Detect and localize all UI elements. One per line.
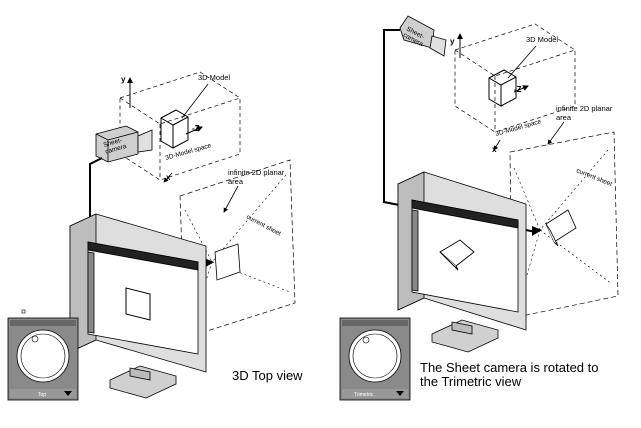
left-planar-area xyxy=(179,159,296,339)
right-monitor xyxy=(397,171,527,353)
left-3d-model-leader xyxy=(181,83,209,119)
right-axis-z-label: -Z xyxy=(514,85,522,94)
left-planar-area-leader xyxy=(223,185,239,213)
right-trackball-handle[interactable] xyxy=(362,336,370,344)
right-trackball-outer[interactable] xyxy=(348,329,402,383)
left-z-axis xyxy=(185,126,203,135)
right-current-sheet xyxy=(545,209,577,247)
left-trackball-outer[interactable] xyxy=(16,329,70,383)
right-3d-model-leader xyxy=(507,45,537,79)
right-model-space-box xyxy=(454,23,576,133)
right-dropdown-arrow-icon[interactable] xyxy=(396,391,404,396)
right-view-dropdown[interactable] xyxy=(342,389,408,398)
left-axis-y-label: y xyxy=(121,75,126,84)
right-axis-y-label: y xyxy=(450,37,455,46)
right-3d-model xyxy=(488,69,517,107)
right-x-axis xyxy=(493,139,501,151)
left-x-axis xyxy=(163,172,173,183)
left-sheet-camera xyxy=(95,125,153,163)
left-3d-model xyxy=(160,109,189,149)
left-current-sheet xyxy=(214,243,241,281)
right-current-sheet-label: current sheet xyxy=(575,167,613,188)
left-trackball-inner xyxy=(20,333,66,379)
right-screen-sheet xyxy=(439,239,475,271)
left-view-dropdown[interactable] xyxy=(10,389,76,398)
left-sheet-eye-marker xyxy=(204,258,214,268)
left-dropdown-arrow-icon[interactable] xyxy=(64,391,72,396)
right-view-widget[interactable]: Trimetric xyxy=(339,317,411,401)
right-z-axis xyxy=(513,85,529,93)
left-view-widget[interactable]: Top xyxy=(7,309,79,401)
left-current-sheet-label: current sheet xyxy=(245,214,282,238)
left-panel: y -Z 3D Model 3D-Model space x Sheet-cam… xyxy=(7,71,303,401)
left-model-space-box xyxy=(119,71,241,181)
right-trackball-inner xyxy=(352,333,398,379)
left-3d-model-label: 3D Model xyxy=(198,73,230,82)
left-caption: 3D Top view xyxy=(232,368,303,383)
left-model-space-label: 3D-Model space xyxy=(165,142,213,162)
right-planar-area-leader xyxy=(547,121,565,145)
left-axis-z-label: -Z xyxy=(192,124,200,133)
right-3d-model-label: 3D Model xyxy=(526,35,558,44)
left-view-dropdown-label: Top xyxy=(38,392,46,398)
right-view-dropdown-label: Trimetric xyxy=(354,392,374,398)
left-trackball-handle[interactable] xyxy=(31,335,39,343)
right-sheet-eye-marker xyxy=(532,226,542,236)
left-screen-sheet xyxy=(125,287,151,321)
right-model-space-label: 3D-Model space xyxy=(495,118,543,138)
right-sheet-camera xyxy=(399,15,447,57)
right-panel: y -Z 3D Model 3D-Model space x Sheet-cam… xyxy=(339,15,619,401)
right-caption-line-1: The Sheet camera is rotated to xyxy=(420,360,598,375)
right-caption-line-2: the Trimetric view xyxy=(420,374,522,389)
